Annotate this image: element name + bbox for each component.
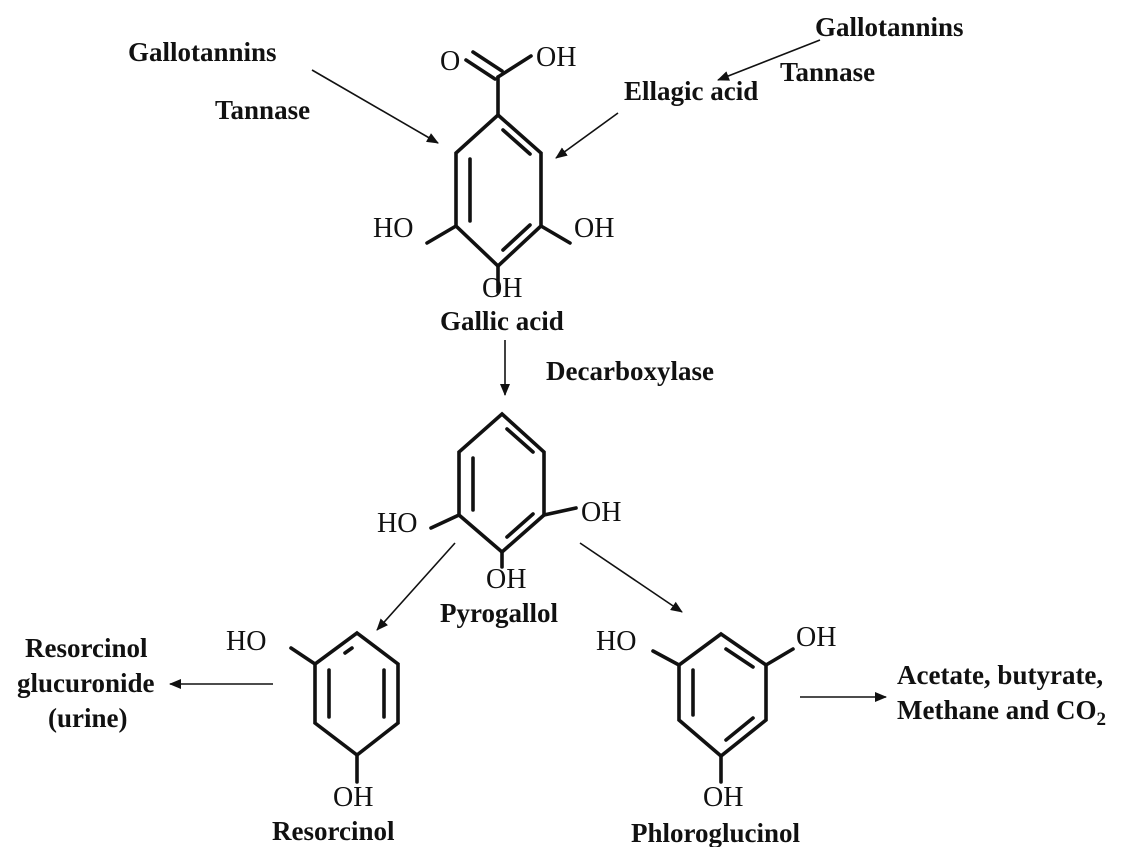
gallic-acid-structure: O OH HO OH OH (373, 42, 614, 304)
gallic-acid-co-double-b (471, 50, 504, 73)
phloroglucinol-inner-bond-2 (724, 647, 755, 669)
resorcinol-oh-atom: OH (333, 782, 373, 813)
phloroglucinol-inner-bond-3 (724, 716, 755, 742)
tannase-left-label: Tannase (215, 95, 310, 125)
gallotannins-to-ellagic-arrow (717, 39, 821, 81)
tannase-right-label: Tannase (780, 57, 875, 87)
resorcinol-top-oh-bond (289, 646, 317, 666)
pyrogallol-to-resorcinol-arrow (376, 542, 456, 631)
products-label-line1: Acetate, butyrate, (897, 660, 1103, 690)
phloroglucinol-oh-bottom-atom: OH (703, 782, 743, 813)
pyrogallol-to-phloroglucinol-arrow (579, 542, 683, 613)
pyrogallol-label: Pyrogallol (440, 598, 558, 628)
pyrogallol-left-oh-bond (429, 513, 461, 530)
resorcinol-structure: HO OH (226, 626, 400, 813)
pyrogallol-ho-atom: HO (377, 508, 417, 539)
resorcinol-glucuronide-label-line1: Resorcinol (25, 633, 148, 663)
ellagic-acid-label: Ellagic acid (624, 76, 758, 106)
resorcinol-glucuronide-label-line2: glucuronide (17, 668, 155, 698)
gallic-oh-bottom-atom: OH (482, 273, 522, 304)
gallic-oh-right-atom: OH (574, 213, 614, 244)
gallic-acid-inner-bond-2 (501, 128, 532, 156)
pyrogallol-oh-right-atom: OH (581, 497, 621, 528)
phloroglucinol-ho-atom: HO (596, 626, 636, 657)
resorcinol-ho-atom: HO (226, 626, 266, 657)
pyrogallol-right-oh-bond (542, 506, 578, 517)
decarboxylase-label: Decarboxylase (546, 356, 714, 386)
resorcinol-label: Resorcinol (272, 816, 395, 846)
gallotannins-left-label: Gallotannins (128, 37, 277, 67)
gallic-acid-inner-bond-3 (501, 223, 532, 252)
phloroglucinol-structure: HO OH OH (596, 622, 836, 813)
products-label-line2-text: Methane and CO (897, 695, 1097, 725)
gallic-ho-atom: HO (373, 213, 413, 244)
pyrogallol-inner-bond-3 (505, 512, 535, 539)
phloroglucinol-left-oh-bond (651, 649, 681, 667)
gallic-acid-left-oh-bond (425, 224, 458, 245)
co2-subscript: 2 (1097, 709, 1107, 730)
gallic-acid-label: Gallic acid (440, 306, 564, 336)
phloroglucinol-oh-right-atom: OH (796, 622, 836, 653)
gallotannins-to-gallic-arrow (311, 69, 439, 144)
resorcinol-inner-bond-3 (343, 646, 354, 655)
pyrogallol-inner-bond-2 (505, 427, 535, 454)
pyrogallol-structure: HO OH OH (377, 411, 621, 595)
phloroglucinol-label: Phloroglucinol (631, 818, 801, 847)
products-label-line2: Methane and CO2 (897, 695, 1106, 730)
gallic-acid-c-oh-bond (496, 54, 533, 79)
acid-oh-atom: OH (536, 42, 576, 73)
carbonyl-o-atom: O (440, 46, 460, 77)
gallic-acid-right-oh-bond (539, 224, 572, 245)
gallic-acid-co-double-a (464, 58, 497, 81)
ellagic-to-gallic-arrow (555, 112, 619, 159)
resorcinol-glucuronide-label-line3: (urine) (48, 703, 127, 733)
pyrogallol-oh-bottom-atom: OH (486, 564, 526, 595)
gallotannins-right-label: Gallotannins (815, 12, 964, 42)
phloroglucinol-right-oh-bond (764, 647, 795, 667)
